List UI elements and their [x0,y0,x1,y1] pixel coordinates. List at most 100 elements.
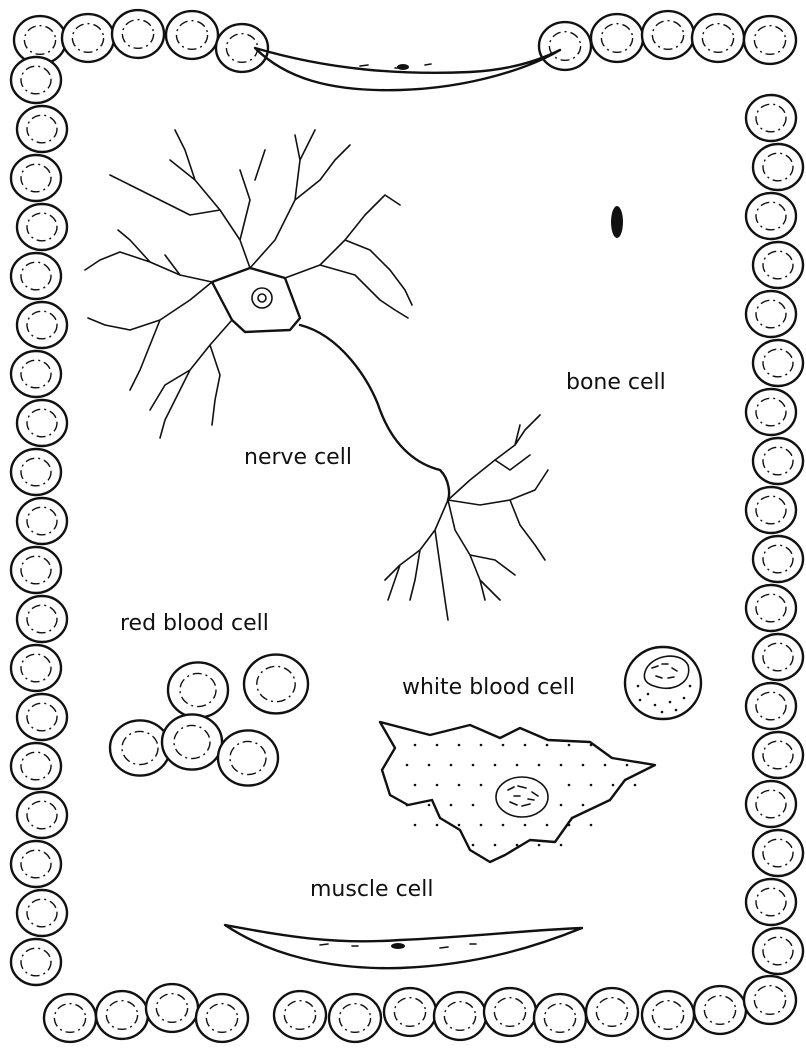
cytoplasm-dot [568,824,571,827]
cytoplasm-dot [458,784,461,787]
red-blood-cell [753,144,803,190]
red-blood-cell [753,340,803,386]
muscle-cell-label: muscle cell [310,877,433,902]
red-blood-cell [11,351,61,397]
red-blood-cell [274,991,326,1039]
red-blood-cell [746,389,796,435]
red-blood-cell [11,449,61,495]
red-blood-cell [166,11,218,59]
red-blood-cell [110,720,170,775]
cytoplasm-dot [654,704,657,707]
cytoplasm-dot [546,744,549,747]
cytoplasm-dot [414,744,417,747]
red-blood-cell [17,302,67,348]
cytoplasm-dot [480,824,483,827]
red-blood-cell [591,14,643,62]
red-blood-cell [534,994,586,1042]
red-blood-cell [162,714,222,769]
red-blood-cell [746,781,796,827]
red-blood-cell [11,645,61,691]
cytoplasm-dot [406,764,409,767]
cytoplasm-dot [502,824,505,827]
nerve-cell-label: nerve cell [244,445,352,470]
cytoplasm-dot [612,784,615,787]
red-blood-cell [753,830,803,876]
red-blood-cell [744,16,796,64]
red-blood-cell [539,22,591,70]
red-blood-cell [746,585,796,631]
red-blood-cell [11,253,61,299]
cytoplasm-dot [582,804,585,807]
cytoplasm-dot [494,844,497,847]
red-blood-cell [434,992,486,1040]
white-blood-cell-drawing [625,647,701,719]
cytoplasm-dot [634,784,637,787]
red-blood-cell [746,879,796,925]
red-blood-cell [17,106,67,152]
cytoplasm-dot [472,804,475,807]
cytoplasm-dot [516,764,519,767]
cytoplasm-dot [669,701,672,704]
red-blood-cell [11,841,61,887]
cytoplasm-dot [524,824,527,827]
cytoplasm-dot [414,784,417,787]
cytoplasm-dot [516,844,519,847]
red-blood-cell [62,14,114,62]
cytoplasm-dot [626,764,629,767]
red-blood-cell [218,730,278,785]
red-blood-cell [692,14,744,62]
cytoplasm-dot [582,764,585,767]
cytoplasm-dot [639,699,642,702]
cytoplasm-dot [428,764,431,767]
cytoplasm-dot [546,824,549,827]
cytoplasm-dot [604,764,607,767]
red-blood-cell [17,400,67,446]
red-blood-cell [753,928,803,974]
cytoplasm-dot [458,744,461,747]
cytoplasm-dot [472,844,475,847]
red-blood-cell [746,683,796,729]
cytoplasm-dot [538,844,541,847]
cytoplasm-dot [689,685,692,688]
cytoplasm-dot [494,764,497,767]
cytoplasm-dot [436,824,439,827]
red-blood-cell [586,988,638,1036]
red-blood-cell [329,994,381,1042]
red-blood-cell [753,732,803,778]
red-blood-cell [746,487,796,533]
red-blood-cell [17,694,67,740]
cytoplasm-dot [538,764,541,767]
red-blood-cell [17,890,67,936]
red-blood-cell [11,155,61,201]
red-blood-cell [11,547,61,593]
red-blood-cell [146,984,198,1032]
cytoplasm-dot [458,824,461,827]
red-blood-cell-label: red blood cell [120,611,269,636]
red-blood-cell [112,10,164,58]
red-blood-cell [11,743,61,789]
cytoplasm-dot [637,685,640,688]
red-blood-cell [744,976,796,1024]
cytoplasm-dot [472,764,475,767]
cytoplasm-dot [590,784,593,787]
cytoplasm-dot [675,709,678,712]
nerve-cell-drawing [85,130,548,620]
muscle-cell-bottom [225,925,582,968]
cytoplasm-dot [683,697,686,700]
red-blood-cell [694,986,746,1034]
red-blood-cell [384,988,436,1036]
red-blood-cell [753,438,803,484]
red-blood-cell [746,193,796,239]
red-blood-cell [753,242,803,288]
cytoplasm-dot [480,744,483,747]
bone-cell-drawing [500,102,725,335]
red-blood-cell [17,204,67,250]
cytoplasm-dot [568,784,571,787]
cytoplasm-dot [661,711,664,714]
cytoplasm-dot [436,784,439,787]
cytoplasm-dot [560,844,563,847]
red-blood-cell-group [110,655,308,786]
red-blood-cell [746,95,796,141]
cytoplasm-dot [406,804,409,807]
